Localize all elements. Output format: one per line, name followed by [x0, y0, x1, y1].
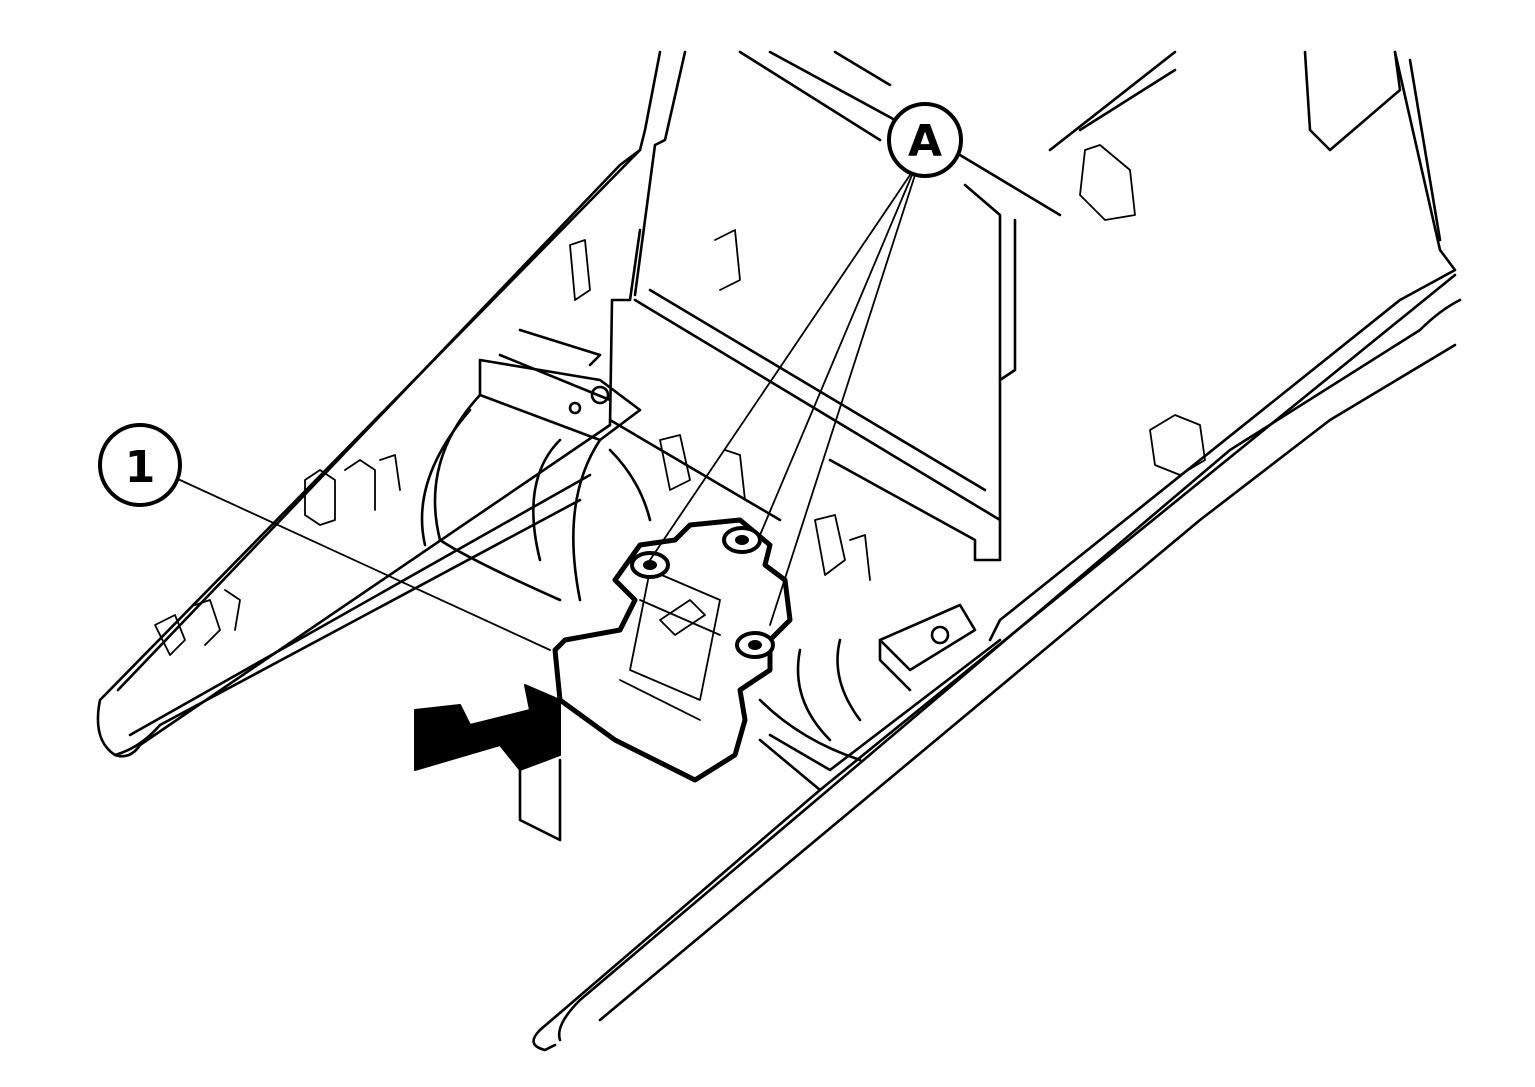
callout-a: A [887, 102, 963, 178]
nut-1-icon [630, 551, 670, 579]
nut-3-icon [735, 631, 775, 659]
callout-a-label: A [908, 116, 942, 167]
callout-1-label: 1 [125, 442, 156, 493]
arrow-left-down-icon [414, 684, 562, 842]
callout-a-leaders [649, 174, 916, 626]
part-1-component [552, 517, 793, 783]
callout-1: 1 [98, 423, 182, 507]
console-body [96, 50, 1462, 1052]
callout-1-leader [179, 479, 551, 651]
nut-2-icon [722, 526, 762, 554]
